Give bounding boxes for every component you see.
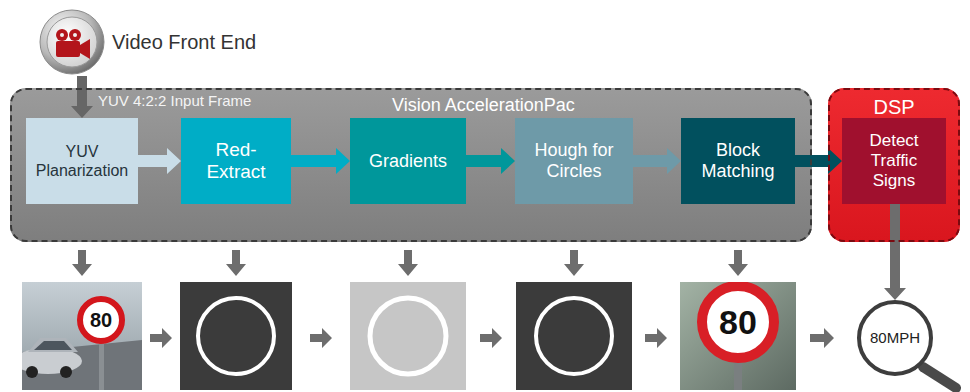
car-wheel	[26, 366, 38, 378]
flow-arrow	[795, 148, 842, 174]
flow-arrow	[291, 148, 350, 174]
right-arrow	[480, 328, 502, 348]
circle-outline	[198, 298, 274, 374]
box-label: Detect Traffic Signs	[854, 131, 934, 191]
car-roof	[28, 338, 78, 352]
right-arrow	[810, 328, 834, 348]
box-label: Hough for Circles	[519, 140, 629, 182]
right-arrow	[310, 328, 332, 348]
source-label: Video Front End	[38, 8, 278, 76]
photo-ground	[680, 282, 796, 390]
camera-icon	[40, 10, 104, 74]
down-arrow	[564, 250, 584, 276]
down-arrows	[72, 250, 748, 276]
box-label: YUV Planarization	[30, 142, 134, 180]
icon-face	[47, 17, 97, 67]
process-box: Hough for Circles	[515, 118, 633, 204]
accelerator-panel-fill	[10, 88, 812, 242]
speed-sign	[702, 286, 774, 358]
right-arrow	[150, 328, 172, 348]
reel-hub	[73, 33, 77, 37]
camera-body	[56, 41, 80, 57]
gradient-image	[350, 282, 466, 390]
panel-title: Video Front End	[112, 30, 256, 54]
red-mask-image	[180, 282, 292, 390]
down-arrow	[72, 250, 92, 276]
box-label: Red-Extract	[204, 139, 268, 183]
process-box: YUV Planarization	[26, 118, 138, 204]
flow-arrow	[633, 148, 681, 174]
sign-pole	[99, 340, 104, 390]
reel-hub	[60, 33, 64, 37]
panel-title: Vision AccelerationPac	[392, 95, 575, 116]
down-arrow	[226, 250, 246, 276]
down-arrow	[728, 250, 748, 276]
down-arrow	[398, 250, 418, 276]
sign-number: 80	[706, 302, 770, 343]
car-window	[34, 341, 72, 350]
box-label: Gradients	[369, 151, 447, 172]
camera-reel	[56, 29, 68, 41]
car-wheel	[60, 366, 72, 378]
flow-arrow	[466, 148, 515, 174]
speed-sign	[80, 299, 122, 341]
camera-reel	[69, 29, 81, 41]
magnifier-lens: 80MPH	[857, 300, 933, 376]
dsp-panel: DSP Detect Traffic Signs	[828, 88, 960, 242]
hough-image	[516, 282, 632, 390]
accelerator-panel: Vision AccelerationPacYUV Planarization R…	[10, 88, 812, 242]
sign-photo	[680, 282, 796, 390]
icon-disc	[40, 10, 104, 74]
circle-outline	[370, 298, 446, 374]
road-photo	[22, 282, 142, 390]
box-label: 80MPH	[870, 329, 920, 347]
process-box: Block Matching	[681, 118, 795, 204]
sky	[22, 282, 142, 390]
flow-arrow	[71, 76, 93, 118]
process-box: Detect Traffic Signs	[842, 118, 946, 204]
flow-arrow	[884, 204, 906, 300]
process-box: Red-Extract	[181, 118, 291, 204]
process-box: Gradients	[350, 118, 466, 204]
magnifier-handle	[923, 367, 956, 388]
camera-lens	[80, 39, 90, 59]
box-label: Block Matching	[685, 140, 791, 182]
sign-number: 80	[81, 308, 121, 332]
panel-title: DSP	[830, 95, 958, 119]
flow-arrow	[138, 148, 181, 174]
right-arrow	[645, 328, 667, 348]
circle-outline	[536, 298, 612, 374]
edge-label: YUV 4:2:2 Input Frame	[98, 92, 251, 110]
